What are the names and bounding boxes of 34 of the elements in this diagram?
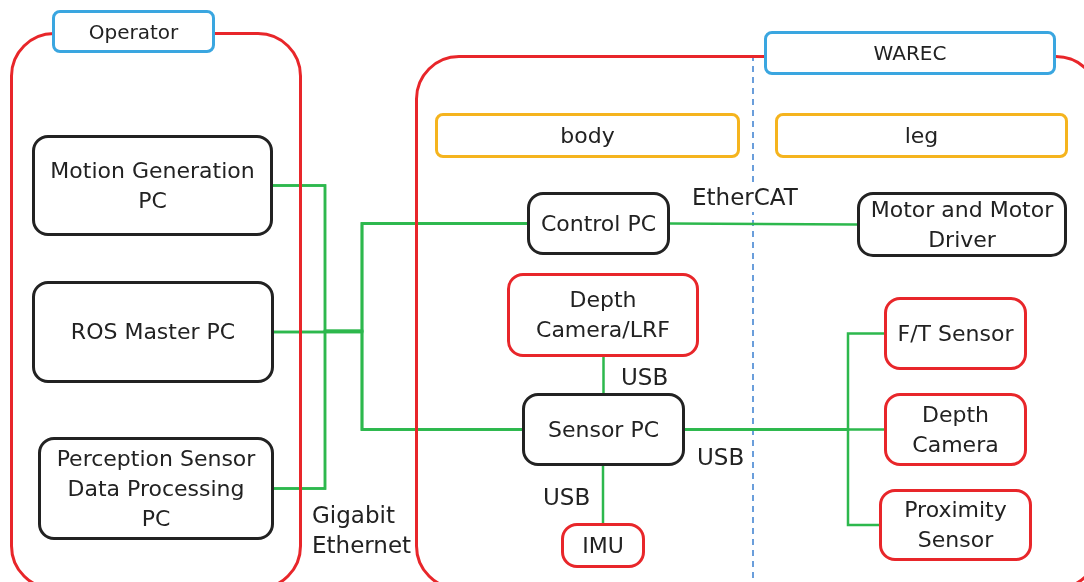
node-label: F/T Sensor bbox=[896, 319, 1015, 348]
node-label: ROS Master PC bbox=[69, 318, 237, 346]
section-header bbox=[775, 113, 1068, 158]
connector-line bbox=[601, 466, 605, 523]
sensor-box bbox=[884, 393, 1027, 466]
node-label: Motion Generation PC bbox=[49, 156, 256, 215]
section-title: leg bbox=[903, 121, 940, 150]
sensor-box bbox=[561, 523, 645, 568]
node-label: Control PC bbox=[539, 209, 658, 238]
sensor-box bbox=[879, 489, 1032, 561]
section-title: body bbox=[559, 121, 616, 150]
section-header bbox=[435, 113, 740, 158]
process-box bbox=[38, 437, 274, 540]
node-label: Motor and Motor Driver bbox=[869, 195, 1055, 254]
connector-line bbox=[670, 222, 857, 226]
network-label: Gigabit Ethernet bbox=[311, 501, 413, 560]
node-label: Depth Camera/LRF bbox=[535, 286, 671, 344]
node-label: Sensor PC bbox=[547, 415, 660, 444]
sensor-box bbox=[507, 273, 699, 357]
node-label: Depth Camera bbox=[911, 400, 1000, 459]
process-box bbox=[32, 135, 273, 236]
process-box bbox=[32, 281, 274, 383]
node-label: Perception Sensor Data Processing PC bbox=[55, 444, 257, 533]
process-box bbox=[527, 192, 670, 255]
group-title: Operator bbox=[52, 10, 215, 53]
process-box bbox=[522, 393, 685, 466]
node-label: Proximity Sensor bbox=[903, 496, 1008, 554]
sensor-box bbox=[884, 297, 1027, 370]
connector-line bbox=[602, 357, 605, 393]
group-title: WAREC bbox=[764, 31, 1056, 75]
node-label: IMU bbox=[581, 531, 625, 560]
connector-line bbox=[685, 428, 879, 527]
process-box bbox=[857, 192, 1067, 257]
connector-line bbox=[274, 329, 522, 490]
